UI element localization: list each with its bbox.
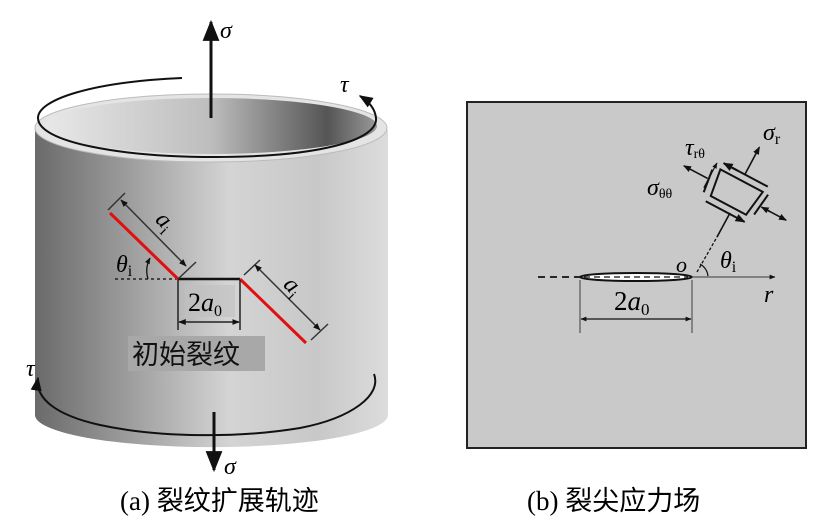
- initial-crack-label-bg: [128, 336, 265, 371]
- tau-bottom-label: τ: [26, 356, 36, 382]
- 2a0-label-a: 2a0: [188, 288, 222, 320]
- tau-bottom-arc: [30, 373, 377, 437]
- angle-arc-b: [699, 263, 709, 277]
- theta-label-a: θi: [116, 252, 133, 280]
- 2a0-dimension-b: [579, 280, 693, 333]
- sigma-top-label: σ: [220, 18, 233, 44]
- tau-rtheta-label: τrθ: [685, 135, 705, 162]
- angle-arc-a: [144, 257, 151, 280]
- sigma-thetatheta-label: σθθ: [647, 175, 673, 202]
- origin-label: o: [676, 252, 687, 277]
- sigma-bottom-label: σ: [224, 454, 237, 480]
- tau-top-arc: [36, 77, 378, 159]
- panel-a-cylinder: σ σ τ τ ai ai θi 2a0 初始裂纹: [26, 18, 388, 480]
- theta-label-b: θi: [720, 248, 737, 276]
- 2a0-dimension-a: [177, 280, 241, 330]
- sigma-r-label: σr: [763, 120, 781, 148]
- initial-crack-label: 初始裂纹: [132, 340, 240, 371]
- 2a0-label-b: 2a0: [614, 286, 650, 319]
- ai-dimension-left: [107, 192, 197, 280]
- stress-element: [683, 146, 787, 223]
- caption-a: (a) 裂纹扩展轨迹: [120, 486, 319, 516]
- caption-b: (b) 裂尖应力场: [527, 486, 700, 516]
- panel-b-stress-field: r o θi σr τrθ σθθ 2a0: [466, 101, 807, 449]
- radial-line: [696, 236, 718, 273]
- r-axis-label: r: [764, 282, 774, 308]
- tau-top-label: τ: [340, 72, 350, 98]
- ai-dimension-right: [243, 259, 329, 341]
- cylinder-inner: [45, 98, 377, 154]
